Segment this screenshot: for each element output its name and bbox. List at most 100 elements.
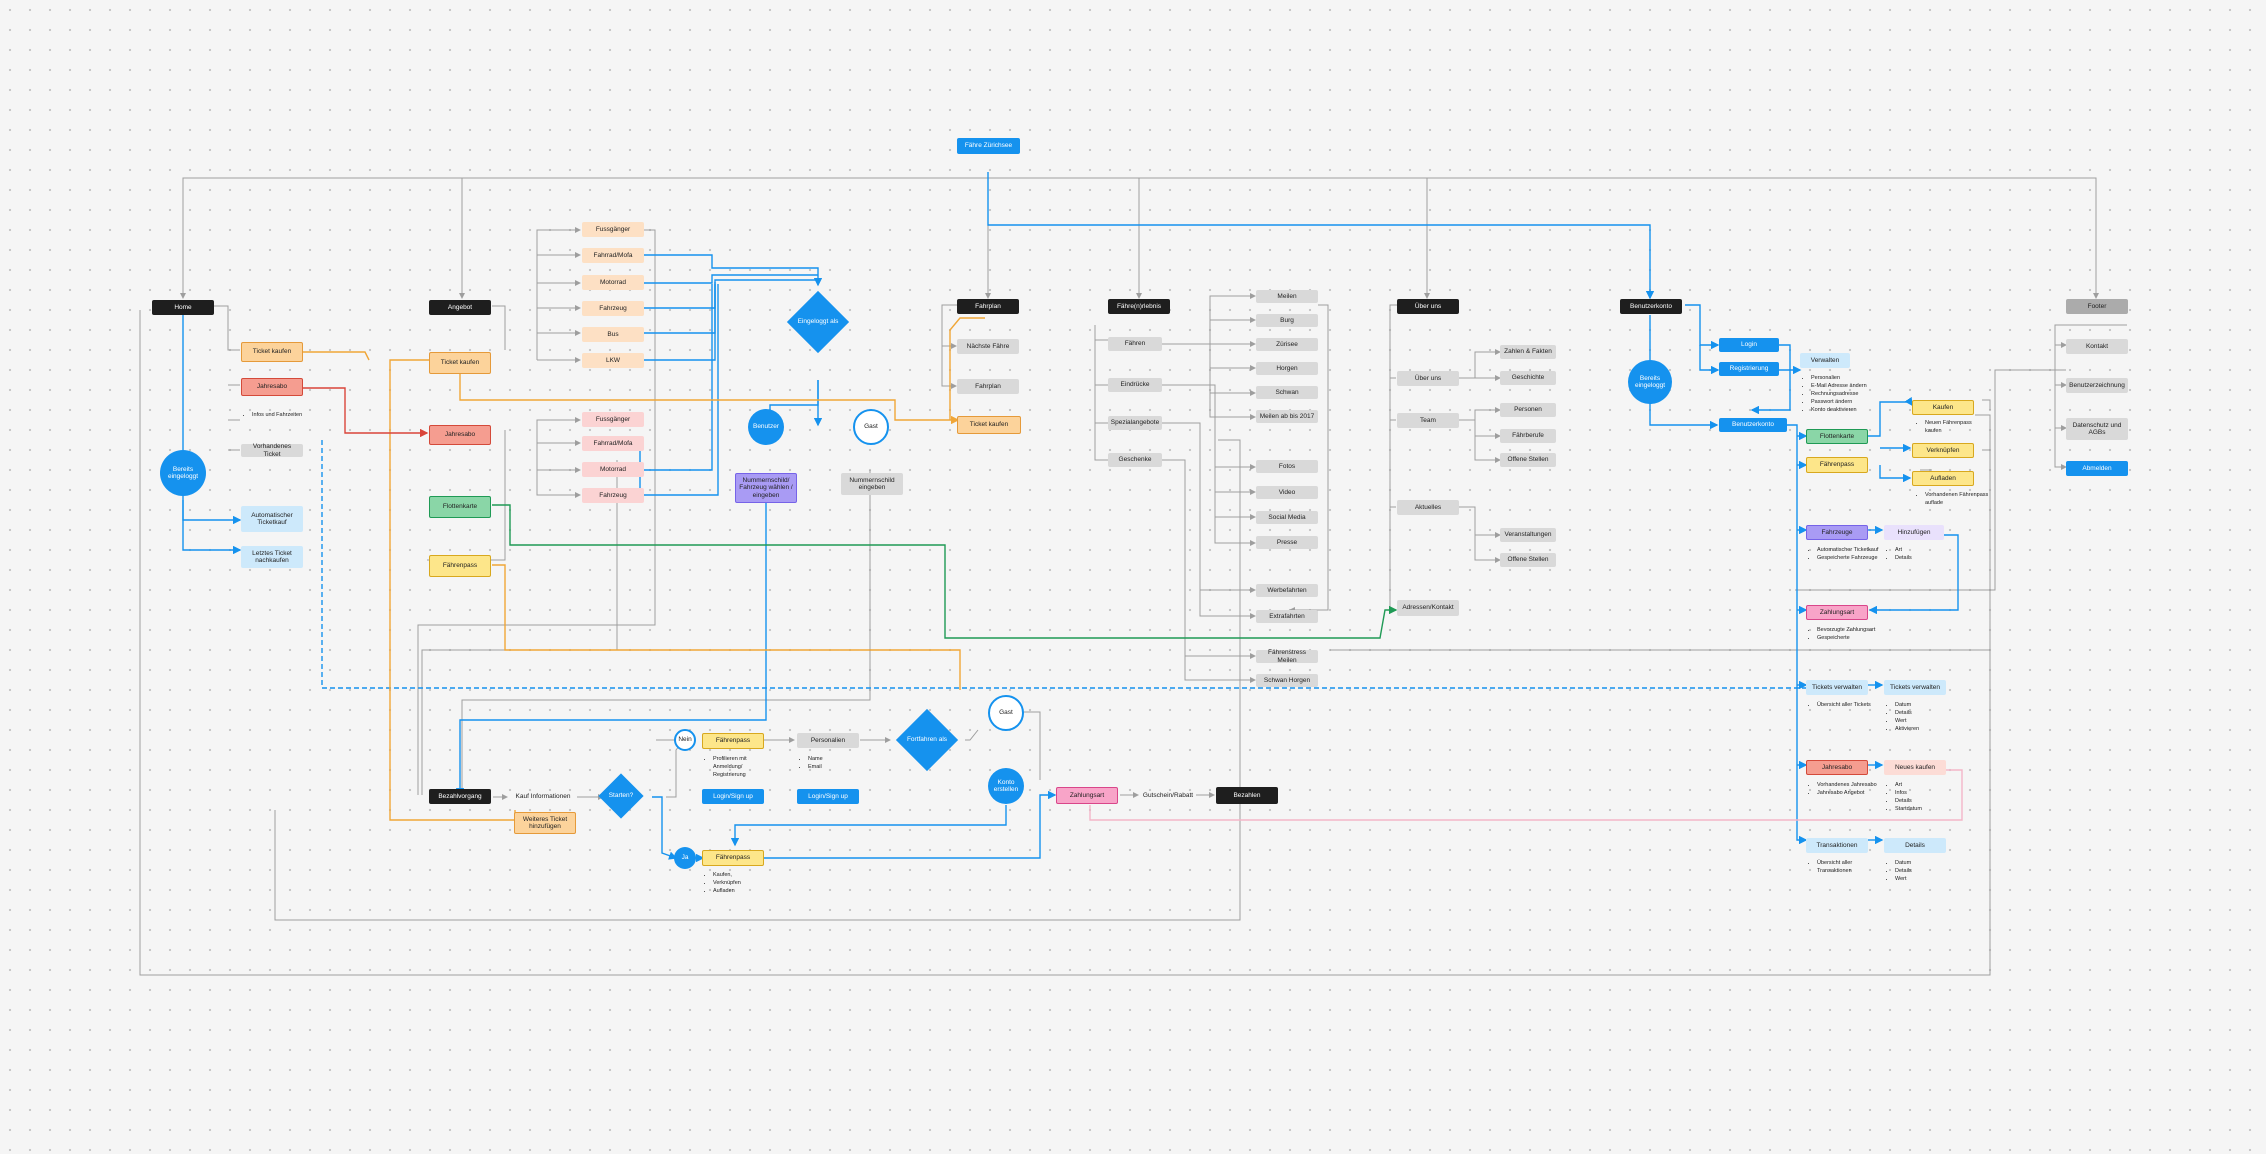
extrafahrten-node[interactable]: Extrafahrten bbox=[1256, 610, 1318, 623]
fussgaenger-2-node[interactable]: Fussgänger bbox=[582, 412, 644, 427]
motorrad-2-node[interactable]: Motorrad bbox=[582, 462, 644, 477]
nummernschild-eingeben-node[interactable]: Nummernschild eingeben bbox=[841, 473, 903, 495]
verknuepfen-node[interactable]: Verknüpfen bbox=[1912, 443, 1974, 458]
aktuelles-node[interactable]: Aktuelles bbox=[1397, 500, 1459, 515]
gast-node[interactable]: Gast bbox=[853, 409, 889, 445]
bus-1-node[interactable]: Bus bbox=[582, 327, 644, 342]
fussgaenger-1-node[interactable]: Fussgänger bbox=[582, 222, 644, 237]
footer-node[interactable]: Footer bbox=[2066, 299, 2128, 314]
social-media-node[interactable]: Social Media bbox=[1256, 511, 1318, 524]
hinzufuegen-node[interactable]: Hinzufügen bbox=[1884, 525, 1944, 540]
datenschutz-node[interactable]: Datenschutz und AGBs bbox=[2066, 418, 2128, 440]
registrierung-node[interactable]: Registrierung bbox=[1719, 362, 1779, 376]
faehrenpass-angebot-node[interactable]: Fährenpass bbox=[429, 555, 491, 577]
team-node[interactable]: Team bbox=[1397, 413, 1459, 428]
tickets-verwalten-1-node[interactable]: Tickets verwalten bbox=[1806, 680, 1868, 695]
login-signup-1-node[interactable]: Login/Sign up bbox=[702, 789, 764, 804]
zahlungsart-node[interactable]: Zahlungsart bbox=[1806, 605, 1868, 620]
spezialangebote-node[interactable]: Spezialangebote bbox=[1108, 416, 1162, 430]
ticket-kaufen-angebot-node[interactable]: Ticket kaufen bbox=[429, 352, 491, 374]
gast-2-node[interactable]: Gast bbox=[988, 695, 1024, 731]
neues-kaufen-node[interactable]: Neues kaufen bbox=[1884, 760, 1946, 775]
zahlen-fakten-node[interactable]: Zahlen & Fakten bbox=[1500, 345, 1556, 359]
faehrberufe-node[interactable]: Fährberufe bbox=[1500, 429, 1556, 443]
angebot-node[interactable]: Angebot bbox=[429, 300, 491, 315]
flottenkarte-r-node[interactable]: Flottenkarte bbox=[1806, 429, 1868, 444]
fahrzeug-2-node[interactable]: Fahrzeug bbox=[582, 488, 644, 503]
fotos-node[interactable]: Fotos bbox=[1256, 460, 1318, 473]
home-node[interactable]: Home bbox=[152, 300, 214, 315]
jahresabo-r-node[interactable]: Jahresabo bbox=[1806, 760, 1868, 775]
fahrplan-header-node[interactable]: Fahrplan bbox=[957, 299, 1019, 314]
transaktionen-node[interactable]: Transaktionen bbox=[1806, 838, 1868, 853]
benutzer-node[interactable]: Benutzer bbox=[748, 409, 784, 445]
benutzerkonto-node[interactable]: Benutzerkonto bbox=[1719, 418, 1787, 432]
bezahlen-node[interactable]: Bezahlen bbox=[1216, 787, 1278, 804]
login-node[interactable]: Login bbox=[1719, 338, 1779, 352]
benutzerzeichnung-node[interactable]: Benutzerzeichnung bbox=[2066, 378, 2128, 393]
offene-stellen-1-node[interactable]: Offene Stellen bbox=[1500, 453, 1556, 467]
meilen-bis-node[interactable]: Meilen ab bis 2017 bbox=[1256, 410, 1318, 423]
fahrrad-2-node[interactable]: Fahrrad/Mofa bbox=[582, 436, 644, 451]
werbefahrten-node[interactable]: Werbefahrten bbox=[1256, 584, 1318, 597]
ticket-kaufen-fahrplan-node[interactable]: Ticket kaufen bbox=[957, 416, 1021, 434]
gutschein-node[interactable]: Gutschein/Rabatt bbox=[1142, 791, 1194, 799]
fahrzeuge-node[interactable]: Fahrzeuge bbox=[1806, 525, 1868, 540]
personalien-node[interactable]: Personalien bbox=[797, 733, 859, 748]
videos-node[interactable]: Video bbox=[1256, 486, 1318, 499]
zuerisee-node[interactable]: Zürisee bbox=[1256, 338, 1318, 351]
nummernschild-waehlen-node[interactable]: Nummernschild/ Fahrzeug wählen / eingebe… bbox=[735, 473, 797, 503]
fahrplan-node[interactable]: Fahrplan bbox=[957, 379, 1019, 394]
kauf-informationen-node[interactable]: Kauf Informationen bbox=[515, 792, 571, 800]
lkw-1-node[interactable]: LKW bbox=[582, 353, 644, 368]
faehrenpass-2-node[interactable]: Fährenpass bbox=[702, 850, 764, 866]
ja-node[interactable]: Ja bbox=[674, 847, 696, 869]
naechste-faehre-node[interactable]: Nächste Fähre bbox=[957, 339, 1019, 354]
fahrzeug-1-node[interactable]: Fahrzeug bbox=[582, 301, 644, 316]
burg-node[interactable]: Burg bbox=[1256, 314, 1318, 327]
faehrenstress-node[interactable]: Fährenstress Meilen bbox=[1256, 649, 1318, 664]
faehrenpass-r-node[interactable]: Fährenpass bbox=[1806, 457, 1868, 473]
fahrrad-1-node[interactable]: Fahrrad/Mofa bbox=[582, 248, 644, 263]
motorrad-1-node[interactable]: Motorrad bbox=[582, 275, 644, 290]
jahresabo-home-node[interactable]: Jahresabo bbox=[241, 378, 303, 396]
konto-erstellen-node[interactable]: Konto erstellen bbox=[988, 768, 1024, 804]
zahlungsart-bottom-node[interactable]: Zahlungsart bbox=[1056, 787, 1118, 804]
nein-node[interactable]: Nein bbox=[674, 729, 696, 751]
horgen-node[interactable]: Horgen bbox=[1256, 362, 1318, 375]
personen-node[interactable]: Personen bbox=[1500, 403, 1556, 417]
login-signup-2-node[interactable]: Login/Sign up bbox=[797, 789, 859, 804]
faehren-node[interactable]: Fähren bbox=[1108, 337, 1162, 351]
letztes-ticket-node[interactable]: Letztes Ticket nachkaufen bbox=[241, 546, 303, 568]
weiteres-ticket-node[interactable]: Weiteres Ticket hinzufügen bbox=[514, 812, 576, 834]
meilen-node[interactable]: Meilen bbox=[1256, 290, 1318, 303]
ueber-uns-node[interactable]: Über uns bbox=[1397, 371, 1459, 386]
tickets-verwalten-2-node[interactable]: Tickets verwalten bbox=[1884, 680, 1946, 695]
presse-node[interactable]: Presse bbox=[1256, 536, 1318, 549]
bereits-eingeloggt-left-node[interactable]: Bereits eingeloggt bbox=[160, 450, 206, 496]
eindruecke-node[interactable]: Eindrücke bbox=[1108, 378, 1162, 392]
bezahlvorgang-node[interactable]: Bezahlvorgang bbox=[429, 789, 491, 804]
geschenke-node[interactable]: Geschenke bbox=[1108, 453, 1162, 467]
kaufen-node[interactable]: Kaufen bbox=[1912, 400, 1974, 415]
kontakt-node[interactable]: Kontakt bbox=[2066, 339, 2128, 354]
offene-stellen-2-node[interactable]: Offene Stellen bbox=[1500, 553, 1556, 567]
geschichte-node[interactable]: Geschichte bbox=[1500, 371, 1556, 385]
faehrenpass-1-node[interactable]: Fährenpass bbox=[702, 733, 764, 749]
flottenkarte-angebot-node[interactable]: Flottenkarte bbox=[429, 496, 491, 518]
adressen-node[interactable]: Adressen/Kontakt bbox=[1397, 600, 1459, 616]
details-node[interactable]: Details bbox=[1884, 838, 1946, 853]
ticket-kaufen-home-node[interactable]: Ticket kaufen bbox=[241, 342, 303, 362]
schwan-node[interactable]: Schwan bbox=[1256, 386, 1318, 399]
app-title-node[interactable]: Fähre Zürichsee bbox=[957, 138, 1020, 154]
vorhandenes-ticket-node[interactable]: Vorhandenes Ticket bbox=[241, 443, 303, 458]
jahresabo-angebot-node[interactable]: Jahresabo bbox=[429, 425, 491, 445]
aufladen-node[interactable]: Aufladen bbox=[1912, 471, 1974, 486]
automatischer-ticketkauf-node[interactable]: Automatischer Ticketkauf bbox=[241, 506, 303, 532]
veranstaltungen-node[interactable]: Veranstaltungen bbox=[1500, 528, 1556, 542]
faehrenerlebnis-node[interactable]: Fähre(n)rlebnis bbox=[1108, 299, 1170, 314]
schwan-horgen-node[interactable]: Schwan Horgen bbox=[1256, 674, 1318, 687]
benutzerkonto-header-node[interactable]: Benutzerkonto bbox=[1620, 299, 1682, 314]
abmelden-node[interactable]: Abmelden bbox=[2066, 461, 2128, 476]
bereits-eingeloggt-right-node[interactable]: Bereits eingeloggt bbox=[1628, 360, 1672, 404]
